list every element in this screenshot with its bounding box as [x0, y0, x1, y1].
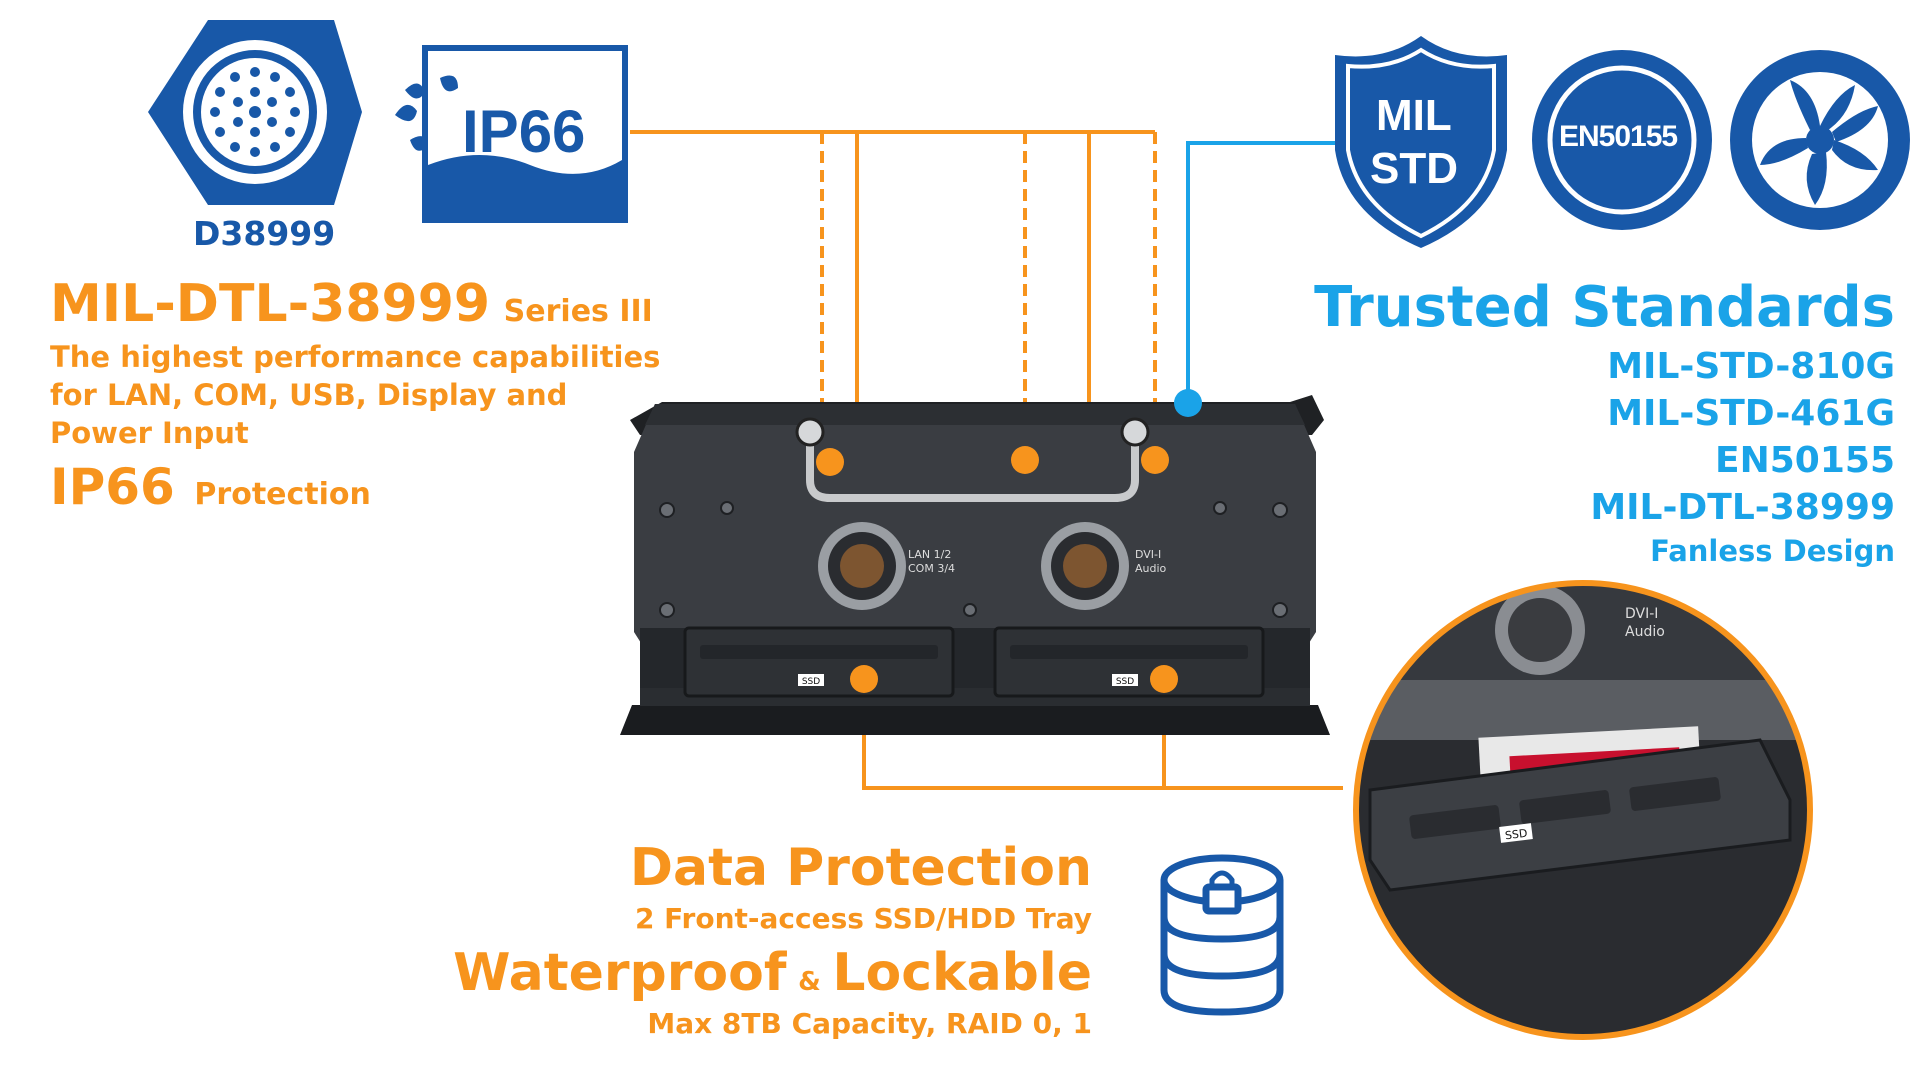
data-protection-subtitle: 2 Front-access SSD/HDD Tray [634, 902, 1092, 935]
mil-badge-label: MIL [1376, 91, 1452, 140]
standard-item: MIL-STD-461G [1607, 393, 1895, 434]
database-lock-icon [1160, 854, 1284, 1016]
left-desc-line-3: Power Input [50, 416, 249, 450]
left-desc-line-1: The highest performance capabilities [50, 340, 661, 374]
callout-dots [816, 446, 1178, 693]
ssd-label-1: SSD [802, 677, 820, 687]
carry-handle[interactable] [806, 426, 1139, 502]
waterproof-label: Waterproof [453, 943, 787, 1003]
d38999-port-lan-com[interactable] [818, 522, 906, 610]
ip66-water-icon [395, 45, 628, 223]
ssd-label-2: SSD [1116, 677, 1134, 687]
callout-line-blue [1186, 141, 1340, 402]
fanless-fan-icon [1730, 50, 1910, 230]
standard-item: MIL-STD-810G [1607, 346, 1895, 387]
d38999-port-dvi-audio[interactable] [1041, 522, 1129, 610]
port-label-com: COM 3/4 [908, 562, 955, 575]
standard-item: MIL-DTL-38999 [1590, 487, 1895, 528]
ampersand: & [798, 967, 821, 997]
protection-label: Protection [194, 477, 371, 512]
ip66-title-row: IP66 Protection [50, 462, 371, 512]
d38999-badge-label: D38999 [193, 214, 336, 253]
data-protection-title: Data Protection [629, 838, 1092, 898]
port-label-lan: LAN 1/2 [908, 548, 951, 561]
mil-dtl-title: MIL-DTL-38999 [50, 274, 491, 334]
lockable-label: Lockable [832, 943, 1092, 1003]
en50155-badge-icon [1532, 50, 1712, 230]
series-label: Series III [503, 294, 653, 329]
en50155-badge-label: EN50155 [1559, 120, 1678, 153]
trusted-standards-title: Trusted Standards [1314, 275, 1895, 340]
zoom-port-label-dvi: DVI-I [1625, 606, 1658, 622]
port-label-audio: Audio [1135, 562, 1167, 575]
mil-std-shield-icon [1335, 36, 1507, 248]
ip66-title: IP66 [50, 458, 175, 516]
zoom-ssd-label: SSD [1504, 827, 1528, 843]
left-title-row: MIL-DTL-38999 Series III [50, 278, 653, 330]
ssd-zoom-detail: DVI-I Audio SSD [1353, 580, 1813, 1040]
standard-item: EN50155 [1715, 440, 1895, 481]
left-desc-line-2: for LAN, COM, USB, Display and [50, 378, 568, 412]
ssd-tray-1[interactable]: SSD [683, 626, 955, 698]
rugged-computer-device: LAN 1/2 COM 3/4 DVI-I Audio SSD SSD [620, 395, 1330, 735]
ssd-tray-2[interactable]: SSD [993, 626, 1265, 698]
capacity-raid-label: Max 8TB Capacity, RAID 0, 1 [647, 1007, 1092, 1040]
d38999-connector-icon [148, 20, 362, 205]
waterproof-lockable-row: Waterproof & Lockable [453, 947, 1092, 999]
std-badge-label: STD [1370, 144, 1458, 193]
zoom-port-label-audio: Audio [1625, 624, 1665, 640]
ip66-badge-label: IP66 [462, 98, 586, 165]
fanless-design-label: Fanless Design [1650, 534, 1895, 568]
port-label-dvi: DVI-I [1135, 548, 1161, 561]
callout-dot-blue [1174, 389, 1202, 417]
